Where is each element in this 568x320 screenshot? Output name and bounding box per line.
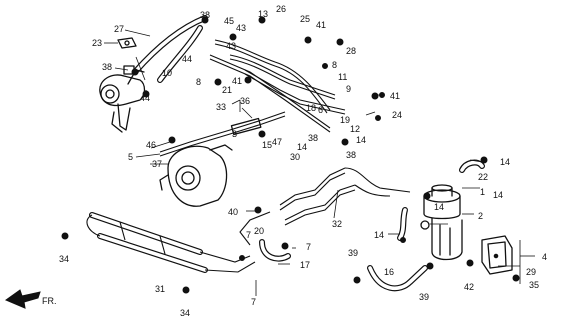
callout-47: 47 bbox=[272, 137, 282, 147]
callout-38c: 38 bbox=[308, 133, 318, 143]
callout-26: 26 bbox=[276, 4, 286, 14]
callout-41c: 41 bbox=[390, 91, 400, 101]
callout-38d: 38 bbox=[346, 150, 356, 160]
callout-7b: 7 bbox=[306, 242, 311, 252]
callout-36: 36 bbox=[240, 96, 250, 106]
cooler-pipes-31 bbox=[86, 212, 256, 273]
suction-hose-16 bbox=[367, 265, 428, 292]
callout-18: 18 bbox=[306, 103, 316, 113]
callout-38b: 38 bbox=[102, 62, 112, 72]
callout-2: 2 bbox=[478, 211, 483, 221]
callout-45: 45 bbox=[224, 16, 234, 26]
callout-8b: 8 bbox=[332, 60, 337, 70]
callout-41a: 41 bbox=[316, 20, 326, 30]
callout-39a: 39 bbox=[348, 248, 358, 258]
callout-30: 30 bbox=[290, 152, 300, 162]
fr-label: FR. bbox=[42, 296, 57, 306]
callout-39b: 39 bbox=[419, 292, 429, 302]
callout-46: 46 bbox=[146, 140, 156, 150]
callout-31: 31 bbox=[155, 284, 165, 294]
callout-11: 11 bbox=[338, 72, 347, 82]
pressure-lines-bundle bbox=[209, 39, 346, 133]
callout-17: 17 bbox=[300, 260, 310, 270]
callout-44a: 44 bbox=[182, 54, 192, 64]
callout-24: 24 bbox=[392, 110, 402, 120]
callout-9: 9 bbox=[346, 84, 351, 94]
callout-34a: 34 bbox=[59, 254, 69, 264]
callout-35: 35 bbox=[529, 280, 539, 290]
callout-38a: 38 bbox=[200, 10, 210, 20]
callout-14c: 14 bbox=[500, 157, 510, 167]
callout-23: 23 bbox=[92, 38, 102, 48]
hose-17 bbox=[259, 239, 291, 262]
callout-37: 37 bbox=[152, 159, 162, 169]
callout-19: 19 bbox=[340, 115, 350, 125]
reservoir-tank bbox=[420, 184, 463, 261]
reservoir-bracket-4 bbox=[481, 235, 513, 275]
callout-40: 40 bbox=[228, 207, 238, 217]
front-direction-arrow bbox=[4, 289, 41, 309]
callout-14d: 14 bbox=[493, 190, 503, 200]
callout-6: 6 bbox=[318, 105, 323, 115]
callout-43a: 43 bbox=[236, 23, 246, 33]
callout-14f: 14 bbox=[434, 202, 444, 212]
callout-15: 15 bbox=[262, 140, 272, 150]
leader-lines bbox=[104, 17, 535, 296]
callout-33: 33 bbox=[216, 102, 226, 112]
callout-34b: 34 bbox=[180, 308, 190, 318]
callout-labels: FR. 1 2 3 4 5 6 7 7 7 8 8 9 10 11 12 13 … bbox=[42, 4, 547, 318]
power-steering-pump bbox=[99, 65, 146, 133]
callout-43b: 43 bbox=[226, 41, 236, 51]
callout-5: 5 bbox=[128, 152, 133, 162]
callout-13: 13 bbox=[258, 9, 268, 19]
callout-8a: 8 bbox=[196, 77, 201, 87]
callout-28: 28 bbox=[346, 46, 356, 56]
callout-14a: 14 bbox=[297, 142, 307, 152]
callout-20: 20 bbox=[254, 226, 264, 236]
gearbox-lines-32 bbox=[239, 167, 411, 246]
callout-29: 29 bbox=[526, 267, 536, 277]
callout-4: 4 bbox=[542, 252, 547, 262]
callout-27: 27 bbox=[114, 24, 124, 34]
callout-7c: 7 bbox=[251, 297, 256, 307]
steering-gearbox bbox=[159, 144, 233, 207]
callout-25: 25 bbox=[300, 14, 310, 24]
callout-41b: 41 bbox=[232, 76, 242, 86]
callout-16: 16 bbox=[384, 267, 394, 277]
callout-10: 10 bbox=[162, 68, 172, 78]
callout-21: 21 bbox=[222, 85, 232, 95]
callout-22: 22 bbox=[478, 172, 488, 182]
callout-14b: 14 bbox=[356, 135, 366, 145]
callout-14e: 14 bbox=[374, 230, 384, 240]
callout-7a: 7 bbox=[246, 230, 251, 240]
bracket-23 bbox=[117, 37, 137, 49]
hose-22 bbox=[459, 159, 485, 173]
callout-12: 12 bbox=[350, 124, 360, 134]
return-line-5 bbox=[159, 111, 286, 157]
callout-42: 42 bbox=[464, 282, 474, 292]
callout-32: 32 bbox=[332, 219, 342, 229]
callout-44b: 44 bbox=[140, 93, 150, 103]
hose-14 bbox=[397, 207, 408, 241]
callout-1: 1 bbox=[480, 187, 485, 197]
callout-3: 3 bbox=[232, 129, 237, 139]
